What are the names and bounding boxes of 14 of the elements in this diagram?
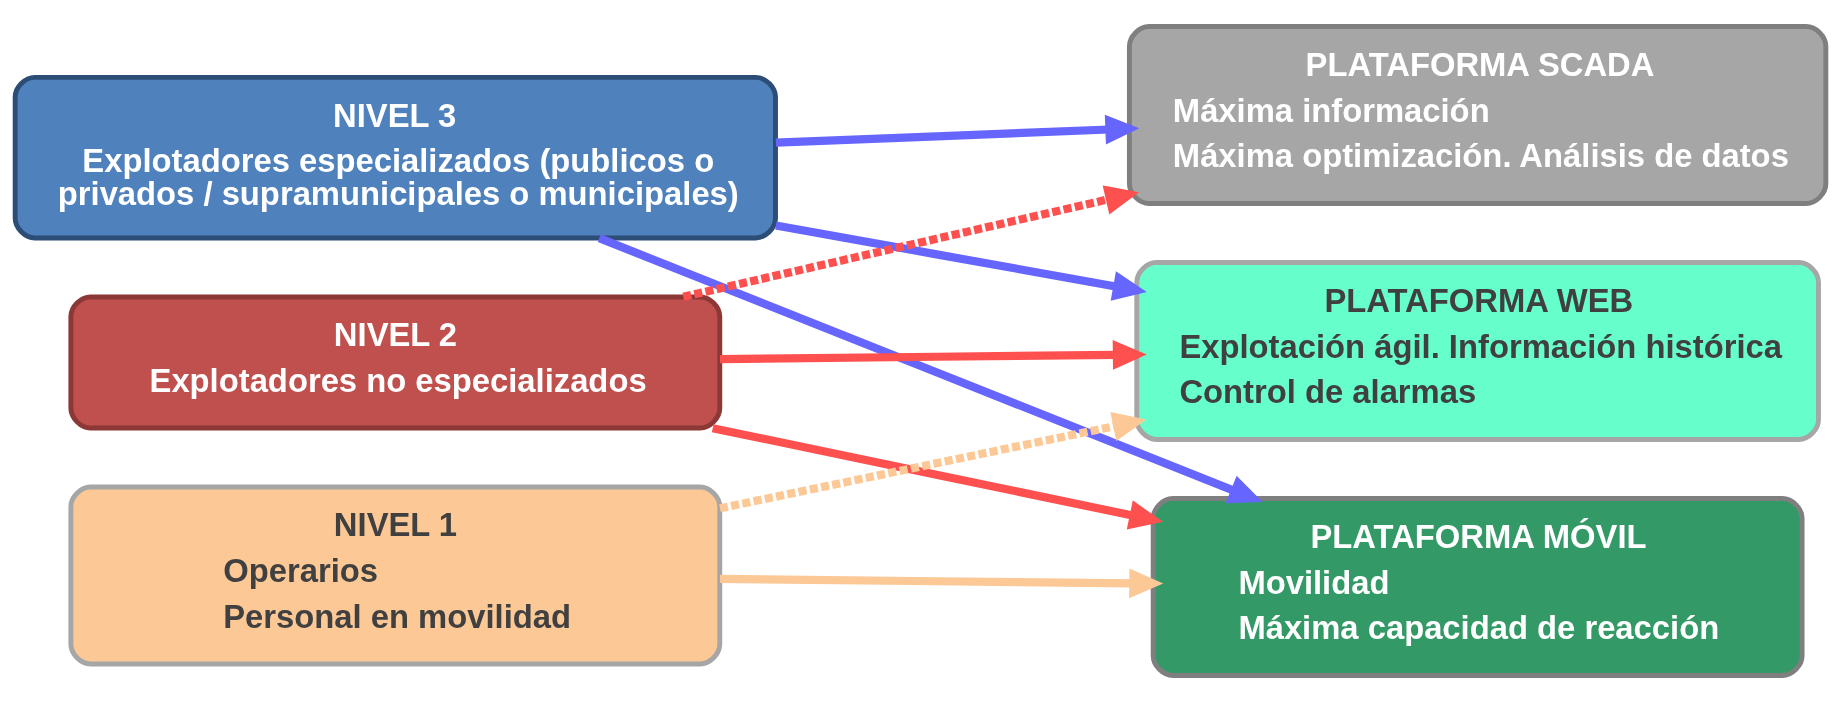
node-box: NIVEL 2 Explotadores no especializados — [68, 293, 723, 430]
arrow — [682, 184, 1140, 301]
node-box: NIVEL 3 Explotadores especializados (publicos o privados / supramunicipales o municipales) — [12, 74, 778, 240]
arrow — [775, 221, 1147, 301]
node-box: PLATAFORMA SCADA Máxima información Máxima optimización. Análisis de datos — [1126, 23, 1829, 206]
node-box: NIVEL 1 Operarios Personal en movilidad — [68, 484, 723, 666]
arrow — [711, 423, 1164, 529]
node-box: PLATAFORMA MÓVIL Movilidad Máxima capacidad de reacción — [1150, 495, 1805, 678]
arrow — [775, 114, 1140, 147]
arrow — [719, 411, 1147, 512]
arrow — [597, 233, 1263, 503]
arrow — [719, 567, 1164, 598]
node-box: PLATAFORMA WEB Explotación ágil. Información histórica Control de alarmas — [1134, 259, 1821, 442]
arrow — [719, 339, 1147, 370]
